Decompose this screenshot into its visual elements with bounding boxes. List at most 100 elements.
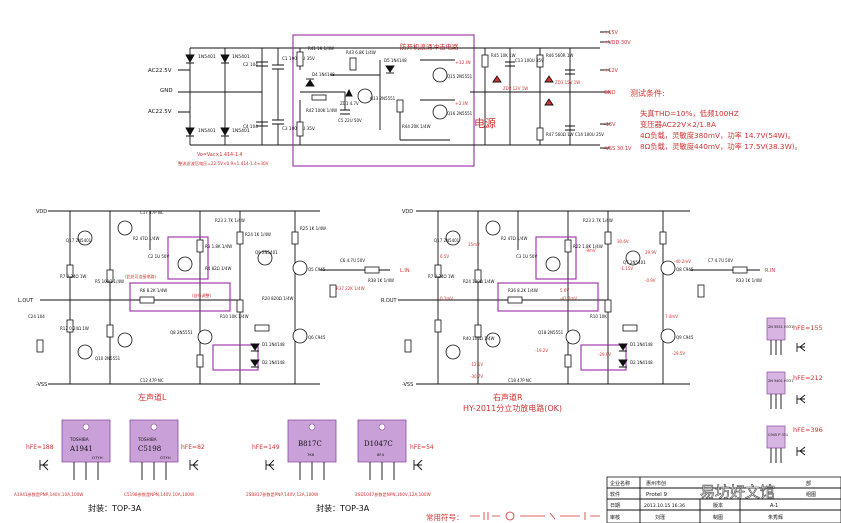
right-part-r2: R2 47Ω 1/4W: [501, 236, 527, 241]
right-part-d2: D2 1N4148: [630, 360, 653, 365]
tb-r0c0: 企业名称: [610, 480, 630, 487]
power-packages: TOSHIBA A1941 O7YH hFE=188 A1941参数是PNP,1…: [14, 419, 434, 513]
pkg3-model: B817C: [298, 440, 322, 448]
rail-gnd: GND: [604, 90, 616, 96]
inrush-protection-title: 防开机浪涌冲击电路: [400, 42, 459, 51]
right-output: R.IN: [765, 268, 775, 274]
power-out-2: +2.IN: [455, 101, 468, 107]
voltage-14: 7.4mV: [665, 314, 678, 319]
part-r45: R45 10K 1W: [491, 53, 516, 58]
pkg3-code: 7K6: [307, 452, 315, 457]
power-out-1: +12.IN: [455, 60, 471, 66]
part-q16: Q16 2N5551: [447, 111, 473, 116]
common-symbols: 常用符号：: [426, 511, 600, 522]
diode-label-2: 1N5401: [232, 54, 250, 60]
right-transistors: [445, 220, 676, 360]
left-caption: 左声道L: [138, 392, 167, 402]
conditions-title: 测试条件:: [630, 88, 665, 98]
part-q13: Q13 2N5551: [370, 96, 396, 101]
voltage-1: 15mV: [468, 242, 480, 247]
rail-neg15v: -15V: [604, 122, 616, 128]
common-symbols-label: 常用符号：: [426, 512, 464, 522]
right-part-r23: R23 2.7K 1/4W: [583, 218, 613, 223]
right-part-q8: Q8 C945: [676, 267, 694, 272]
voltage-13: -29.9V: [598, 352, 611, 357]
left-part-q5: Q5 C945: [308, 267, 326, 272]
part-c13: C13 100U 35V: [515, 58, 544, 63]
left-diodes: [250, 343, 260, 368]
part-d5: D5 1N4148: [384, 58, 407, 63]
pkg4-desc: 2SD1047参数是NPN,160V,12A,100W: [355, 491, 431, 498]
tb-r3c1: 刘瑾: [655, 514, 665, 521]
right-caption: 右声道R: [493, 392, 523, 402]
filter-caps: [256, 48, 284, 145]
voltage-10: 29.9V: [645, 250, 657, 255]
small-model-1: 2N 5551 H331: [768, 325, 793, 329]
left-channel: VDD -VSS L.OUT L.IN: [18, 209, 410, 402]
right-part-r10: R10 10K: [590, 314, 607, 319]
small-hfe-2: hFE=212: [793, 374, 823, 382]
tb-r2c0: 日期: [610, 503, 620, 509]
small-model-2: 2N 5401 H331: [768, 379, 793, 383]
pkg1-model: A1941: [69, 445, 93, 453]
tb-r3c0: 审核: [610, 514, 620, 521]
pkg2-desc: C5198参数是NPN,140V,10A,100W: [124, 491, 194, 498]
small-transistor-2: 2N 5401 H331 hFE=212: [766, 371, 823, 409]
right-part-d1: D1 1N4148: [630, 342, 653, 347]
right-part-r7: R7 0.24Ω 1W: [428, 274, 454, 279]
left-part-r3: R3 1.8K 1/4W: [205, 244, 232, 249]
left-note-1: (此处可连接电路): [125, 273, 157, 279]
part-c5: C5 22U 50V: [338, 118, 362, 123]
package-label-1: 封装：TOP-3A: [88, 503, 142, 513]
ac-input-2: AC22.5V: [148, 109, 172, 115]
title-block: 企业名称 惠州市创 部 软件 Protel 9 组图 日期 2013.10.15…: [606, 476, 841, 523]
inrush-circuit: [296, 48, 455, 145]
right-input: R.OUT: [381, 298, 397, 304]
left-vdd: VDD: [36, 209, 47, 215]
voltage-12: -29.5V: [672, 351, 685, 356]
part-r41: R41 1K 1/4W: [308, 46, 334, 51]
package-b817c: B817C 7K6 hFE=149 2SB817参数是PNP,140V,12A,…: [246, 419, 337, 498]
rail-12v: +12V: [604, 68, 619, 74]
left-part-r37: R37 22K 1/4W: [336, 286, 365, 291]
left-part-d1: D1 1N4148: [262, 342, 285, 347]
part-d4: D4 1N4148: [312, 72, 335, 77]
right-resistors: [404, 231, 748, 368]
left-part-r7: R7 0.24Ω 1W: [60, 274, 86, 279]
right-part-r36: R36 8.2K 1/4W: [508, 288, 538, 293]
right-part-q7: Q7 2N5401: [623, 260, 646, 265]
part-zd1: ZD1 4.7V: [340, 101, 359, 106]
pkg2-model: C5198: [138, 445, 161, 453]
left-output: L.IN: [400, 268, 410, 274]
right-vdd: VDD: [402, 209, 413, 215]
left-part-c24: C24 104: [28, 314, 45, 319]
right-channel: VDD -VSS R.OUT R.IN: [381, 209, 775, 413]
left-part-c2: C2 1U 50V: [148, 254, 169, 259]
right-vss: -VSS: [402, 382, 413, 388]
tb-r2c1: 2013.10.15 16:36: [644, 503, 685, 509]
left-part-r23: R23 2.7K 1/4W: [215, 218, 245, 223]
rectifier-formula: Vo=Vac×1.414-1.4: [197, 152, 242, 158]
part-c14: C14 100U 25V: [575, 132, 604, 137]
cap-c4: C4 104: [243, 124, 258, 129]
left-resistors: [36, 231, 380, 368]
package-label-2: 封装：TOP-3A: [316, 503, 370, 513]
package-a1941: TOSHIBA A1941 O7YH hFE=188 A1941参数是PNP,1…: [14, 419, 111, 498]
conditions-line-1: 失真THD=10%，低频100HZ: [640, 109, 739, 118]
part-r47: R47 560Ω 1W: [546, 132, 574, 137]
voltage-11: -0.9V: [645, 278, 656, 283]
left-part-r10: R10 10K 1/4W: [220, 314, 249, 319]
diode-label-4: 1N5401: [232, 128, 250, 134]
pkg1-code: O7YH: [92, 455, 103, 460]
diode-label-1: 1N5401: [198, 54, 216, 60]
diode-label-3: 1N5401: [198, 128, 216, 134]
right-diodes: [618, 343, 628, 368]
rail-vss: -VSS 30.1V: [604, 146, 632, 152]
tb-r1c3: 组图: [806, 491, 816, 498]
pkg1-brand: TOSHIBA: [69, 437, 89, 442]
symbol-strip: [470, 511, 600, 521]
tb-r0c3: 部: [806, 480, 811, 487]
power-supply-section: AC22.5V GND AC22.5V 1N5401 1N5401 1N5401…: [148, 30, 632, 167]
right-adjust-frames: [497, 236, 627, 371]
